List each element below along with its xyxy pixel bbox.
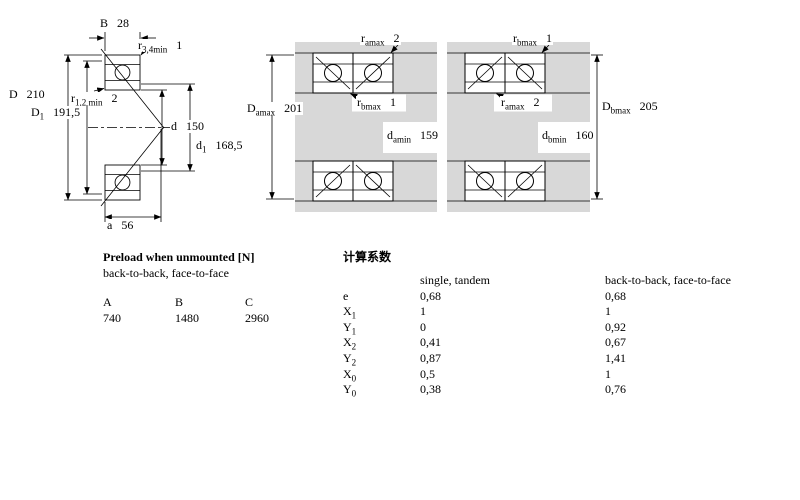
factor-Y0-single: 0,38	[420, 382, 441, 397]
factor-symbol-X1: X1	[343, 304, 357, 321]
factor-symbol-X0: X0	[343, 366, 357, 383]
factors-col1-header: single, tandem	[420, 273, 490, 287]
preload-subtitle: back-to-back, face-to-face	[103, 266, 229, 280]
factor-X1-paired: 1	[605, 304, 611, 319]
factor-e-single: 0,68	[420, 288, 441, 303]
factor-Y1-single: 0	[420, 319, 426, 334]
preload-value-C: 2960	[245, 311, 269, 325]
factor-Y2-paired: 1,41	[605, 350, 626, 365]
factor-X1-single: 1	[420, 304, 426, 319]
preload-title: Preload when unmounted [N]	[103, 250, 255, 264]
factor-X0-paired: 1	[605, 366, 611, 381]
preload-table: A B C 740 1480 2960	[103, 294, 343, 326]
factors-table: single, tandem back-to-back, face-to-fac…	[343, 273, 783, 398]
calculation-factors-section: 计算系数 single, tandem back-to-back, face-t…	[343, 249, 783, 398]
figure-pair-face-to-face	[447, 42, 603, 212]
factor-Y1-paired: 0,92	[605, 319, 626, 334]
preload-value-B: 1480	[175, 311, 199, 325]
preload-col-header-A: A	[103, 295, 112, 309]
factors-title: 计算系数	[343, 250, 392, 264]
factors-col2-header: back-to-back, face-to-face	[605, 273, 731, 287]
factor-symbol-Y1: Y1	[343, 319, 357, 337]
factor-symbol-Y0: Y0	[343, 382, 357, 399]
factors-corner	[343, 273, 420, 289]
figure-single-bearing	[64, 32, 195, 222]
preload-section: Preload when unmounted [N] back-to-back,…	[103, 249, 343, 326]
factor-symbol-e: e	[343, 288, 349, 303]
factor-X0-single: 0,5	[420, 366, 435, 381]
preload-value-A: 740	[103, 311, 121, 325]
figure-pair-back-to-back	[266, 42, 447, 212]
preload-col-header-B: B	[175, 295, 184, 309]
factor-Y2-single: 0,87	[420, 350, 441, 365]
preload-col-header-C: C	[245, 295, 254, 309]
factor-X2-single: 0,41	[420, 335, 441, 350]
factor-Y0-paired: 0,76	[605, 382, 626, 397]
factor-symbol-Y2: Y2	[343, 350, 357, 368]
factor-e-paired: 0,68	[605, 288, 626, 303]
factor-X2-paired: 0,67	[605, 335, 626, 350]
factor-symbol-X2: X2	[343, 335, 357, 352]
